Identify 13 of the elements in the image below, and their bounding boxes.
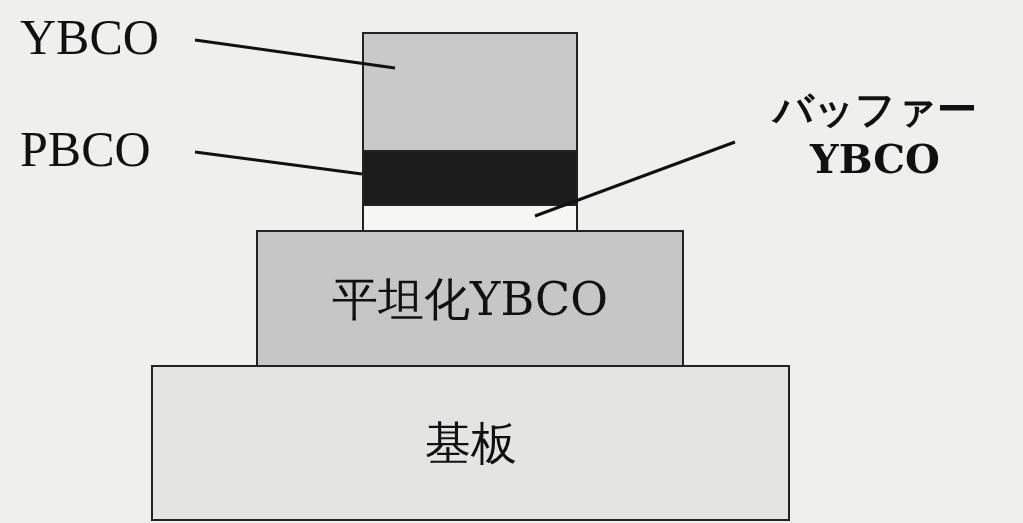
film-layer [362,150,578,206]
substrate-layer [151,365,790,521]
leader-line [534,140,736,218]
layer-label: 平坦化YBCO [332,275,608,322]
film-layer [256,230,684,367]
film-layer [362,32,578,152]
layer-label: 基板 [424,420,517,466]
layer-label: YBCO [20,12,195,62]
layer-label: バッファー YBCO [730,84,1020,184]
film-layer [362,204,578,232]
leader-line [194,150,363,176]
layer-label: PBCO [20,124,195,174]
leader-line [194,38,396,70]
